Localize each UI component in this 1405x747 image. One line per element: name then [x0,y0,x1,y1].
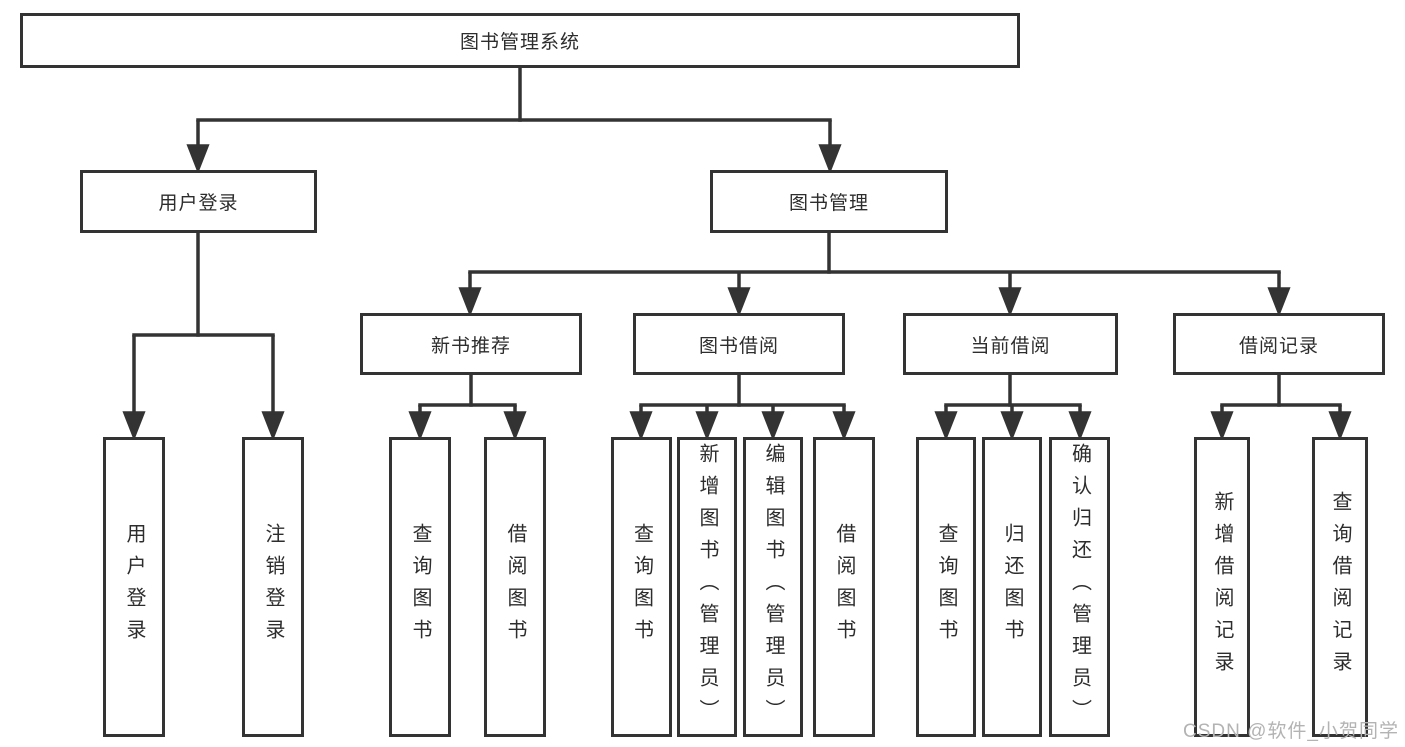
edge-book-borrow-children [629,373,856,441]
leaf-query-books-3: 查询图书 [916,437,976,737]
leaf-borrow-books-2: 借阅图书 [813,437,875,737]
node-root-label: 图书管理系统 [459,32,580,53]
leaf-user-login-label: 用户登录 [123,523,145,651]
watermark: CSDN @软件_小贺同学 [1183,721,1399,742]
node-current-borrow: 当前借阅 [903,313,1118,375]
leaf-return-books-label: 归还图书 [1001,523,1023,651]
leaf-add-borrow-record: 新增借阅记录 [1194,437,1250,737]
leaf-add-book-admin: 新增图书（管理员） [677,437,737,737]
leaf-confirm-return-admin: 确认归还（管理员） [1049,437,1110,737]
leaf-borrow-books-1: 借阅图书 [484,437,546,737]
leaf-edit-book-admin: 编辑图书（管理员） [743,437,803,737]
edge-book-mgmt-children [458,231,1291,317]
edge-user-login-children [122,231,285,441]
leaf-borrow-books-2-label: 借阅图书 [833,523,855,651]
node-borrow-records-label: 借阅记录 [1238,335,1319,357]
node-book-management: 图书管理 [710,170,948,233]
leaf-confirm-return-admin-label: 确认归还（管理员） [1068,443,1091,731]
node-book-borrow: 图书借阅 [633,313,845,375]
node-user-login: 用户登录 [80,170,317,233]
node-user-login-label: 用户登录 [158,193,239,214]
leaf-borrow-books-1-label: 借阅图书 [504,523,526,651]
node-current-borrow-label: 当前借阅 [970,335,1051,357]
leaf-edit-book-admin-label: 编辑图书（管理员） [762,443,784,731]
leaf-query-books-1-label: 查询图书 [409,523,431,651]
node-borrow-records: 借阅记录 [1173,313,1385,375]
node-book-borrow-label: 图书借阅 [698,335,779,357]
leaf-add-book-admin-label: 新增图书（管理员） [696,443,718,731]
leaf-query-borrow-record-label: 查询借阅记录 [1329,491,1351,683]
edge-current-borrow-children [934,373,1092,441]
node-new-book-recommend: 新书推荐 [360,313,582,375]
leaf-add-borrow-record-label: 新增借阅记录 [1211,491,1233,683]
edge-root-split [186,66,842,174]
leaf-user-login: 用户登录 [103,437,165,737]
edge-new-book-recommend-children [408,373,527,441]
edge-borrow-records-children [1210,373,1352,441]
leaf-query-books-3-label: 查询图书 [935,523,957,651]
leaf-return-books: 归还图书 [982,437,1042,737]
leaf-query-borrow-record: 查询借阅记录 [1312,437,1368,737]
node-book-management-label: 图书管理 [788,193,869,214]
leaf-query-books-2: 查询图书 [611,437,672,737]
node-new-book-recommend-label: 新书推荐 [430,335,511,357]
node-root: 图书管理系统 [20,13,1020,68]
leaf-logout: 注销登录 [242,437,304,737]
leaf-logout-label: 注销登录 [262,523,284,651]
leaf-query-books-2-label: 查询图书 [630,523,653,651]
leaf-query-books-1: 查询图书 [389,437,451,737]
